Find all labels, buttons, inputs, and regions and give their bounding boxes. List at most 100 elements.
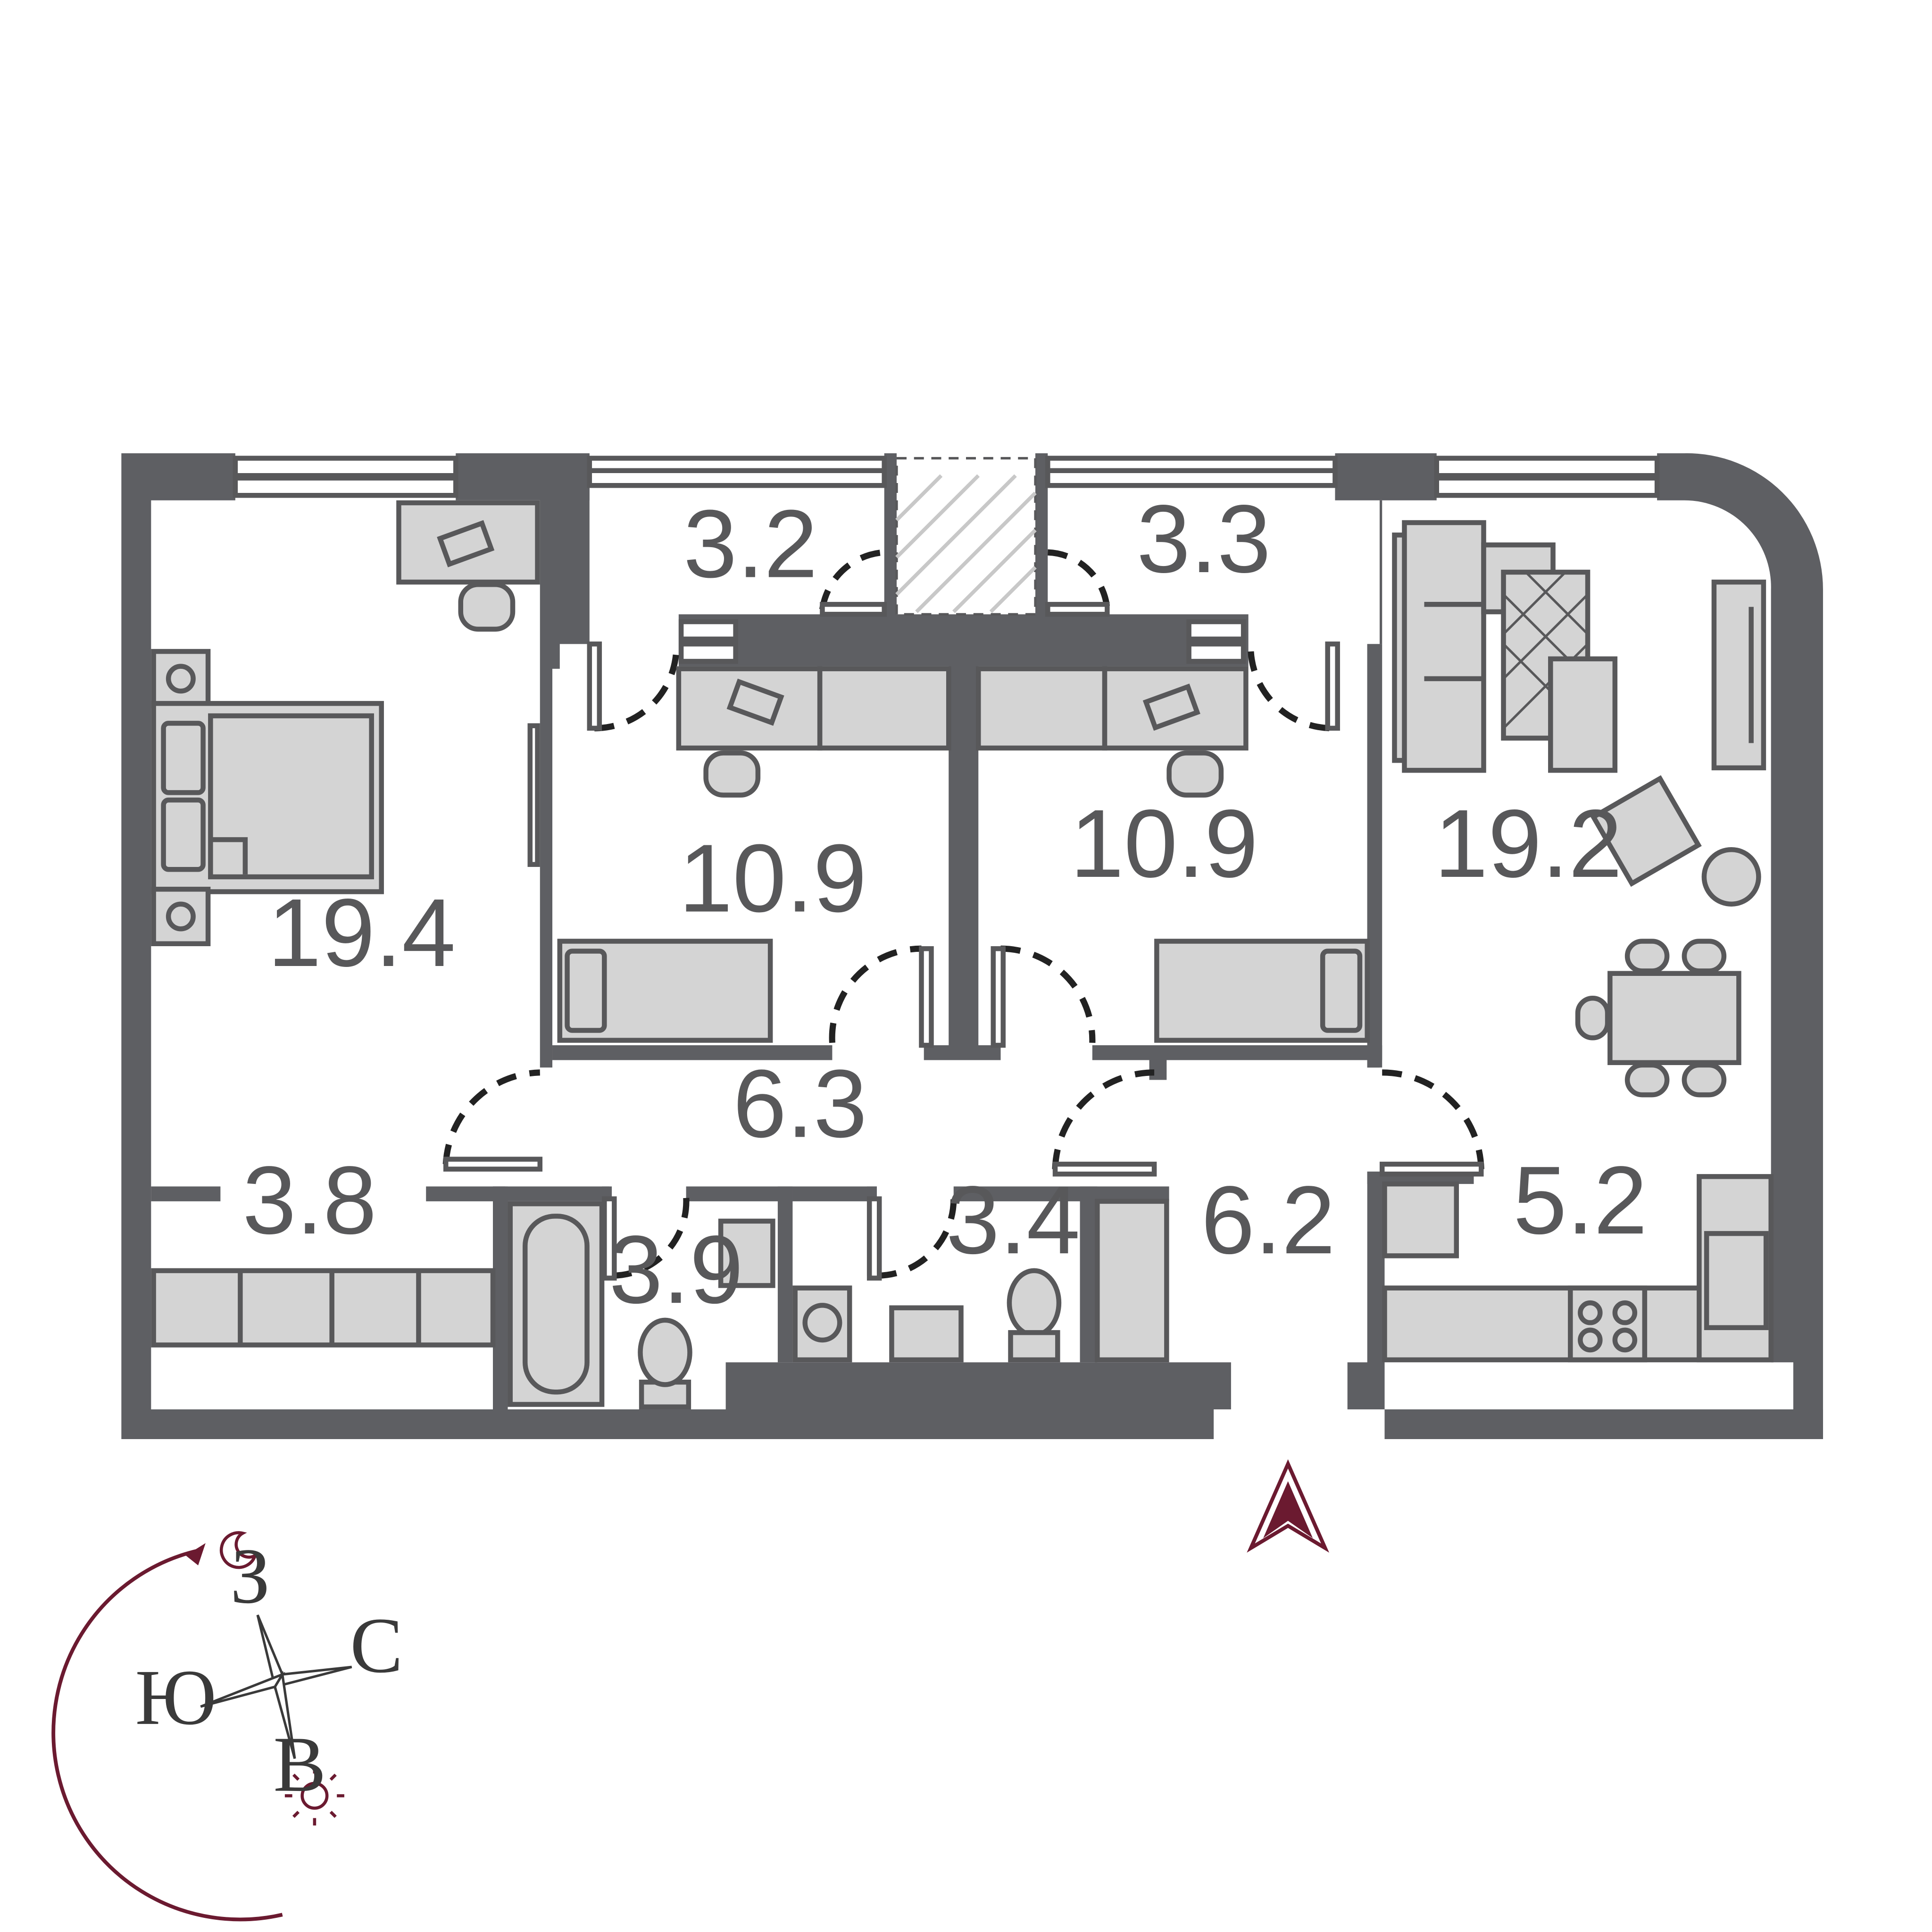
door-bedroom-mid-left[interactable] (919, 946, 934, 1048)
room-area-entrance-hall: 6.2 (1201, 1166, 1335, 1274)
doors (442, 549, 1484, 1281)
nightstand-bottom (151, 886, 211, 946)
wall-living-lower (1367, 644, 1382, 1068)
lamp-icon (166, 664, 196, 694)
door-living-arc[interactable] (1382, 1069, 1484, 1169)
window-living (1434, 456, 1660, 478)
armchair (1590, 775, 1702, 887)
burner-1 (1578, 1300, 1603, 1325)
pillow-bottom (161, 797, 206, 872)
door-mid-right-top-arc[interactable] (1248, 651, 1333, 732)
compass-rose-icon (200, 1614, 352, 1759)
wall-wardrobe-left (151, 1186, 221, 1201)
top-wall-b (884, 453, 897, 619)
entrance-closet (1095, 1199, 1169, 1363)
wall-wc-right (1080, 1186, 1098, 1363)
wall-bath-left (493, 1186, 508, 1409)
blanket-fold (210, 837, 248, 874)
wall-wardrobe-right (426, 1186, 506, 1201)
door-mid-left-top[interactable] (587, 641, 602, 731)
top-wall-c (1035, 453, 1048, 619)
window-central-left-2 (678, 641, 738, 664)
room-area-bedroom-mid-right: 10.9 (1070, 790, 1258, 898)
room-area-kitchen: 5.2 (1513, 1147, 1648, 1254)
toilet-wc-tank (1008, 1330, 1060, 1363)
sink-bath (718, 1218, 775, 1288)
outer-wall-right (1657, 453, 1823, 1439)
door-mid-left-top-arc[interactable] (594, 651, 680, 732)
door-bath[interactable] (602, 1196, 617, 1281)
lamp-icon-2 (166, 901, 196, 932)
window-balcony-right-2 (1045, 468, 1338, 488)
hatched-void (895, 457, 1037, 616)
window-bedroom (233, 456, 458, 478)
entrance-arrow-icon (1247, 1459, 1330, 1553)
door-living[interactable] (1379, 1161, 1484, 1177)
door-balcony-right-arc[interactable] (1047, 549, 1110, 610)
dining-table (1607, 971, 1741, 1066)
door-balcony-left[interactable] (820, 602, 887, 617)
door-bedroom-left[interactable] (443, 1157, 543, 1172)
door-entrance-arc[interactable] (1052, 1069, 1155, 1169)
chair-bedroom (458, 582, 516, 632)
wall-wc-top-right (953, 1186, 1169, 1201)
sun-path-arrowhead (185, 1543, 206, 1566)
washing-machine-drum (802, 1303, 842, 1343)
toilet-wc (1007, 1268, 1062, 1338)
wall-bath-top (493, 1186, 609, 1201)
bed-mattress (208, 713, 374, 880)
hatch-lines (895, 474, 1037, 613)
door-bedroom-mid-right-arc[interactable] (1000, 945, 1096, 1043)
window-living-2 (1434, 475, 1660, 498)
cabinet-mid-right (976, 666, 1108, 751)
door-bedroom-slide[interactable] (527, 723, 540, 867)
door-balcony-left-arc[interactable] (819, 549, 885, 610)
door-bedroom-mid-left-arc[interactable] (829, 945, 922, 1043)
door-bedroom-mid-right[interactable] (991, 946, 1006, 1048)
windows (233, 456, 1660, 664)
window-central-left (678, 619, 738, 642)
room-area-hallway: 6.3 (733, 1050, 867, 1158)
walls (121, 453, 1823, 1439)
door-bath-arc[interactable] (612, 1196, 690, 1279)
chair-mid-left (703, 750, 761, 798)
wall-corridor-upper-right (1092, 1045, 1382, 1060)
burner-4 (1612, 1327, 1638, 1353)
room-area-balcony-right: 3.3 (1137, 485, 1271, 593)
wall-central-beam (678, 614, 1249, 1060)
window-balcony-left-2 (587, 468, 887, 488)
door-entrance[interactable] (1052, 1161, 1157, 1177)
moon-icon (219, 1531, 258, 1569)
cabinet-mid-left (817, 666, 951, 751)
door-wc[interactable] (866, 1196, 882, 1281)
wall-bath-right (777, 1186, 793, 1363)
wall-bath-top-right (686, 1186, 793, 1201)
wardrobe-closet (151, 1268, 496, 1348)
door-bedroom-left-arc[interactable] (442, 1069, 540, 1165)
pillow-mid-left (565, 949, 607, 1033)
door-wc-arc[interactable] (876, 1196, 957, 1279)
door-mid-right-top[interactable] (1325, 641, 1340, 731)
toilet-bath (638, 1317, 692, 1387)
desk-bedroom (396, 500, 540, 585)
room-area-bathroom: 3.9 (609, 1216, 743, 1324)
door-balcony-right[interactable] (1045, 602, 1110, 617)
wall-kitchen-left (1367, 1171, 1385, 1409)
top-wall-d (1335, 453, 1437, 500)
laptop-icon-mid-left (726, 678, 784, 726)
dining-chair-4 (1682, 1062, 1727, 1098)
dining-chair-5 (1575, 996, 1610, 1041)
compass-east: В (273, 1721, 326, 1808)
room-area-living-room: 19.2 (1434, 790, 1623, 898)
laptop-icon-mid-right (1142, 683, 1200, 731)
outer-wall-bottom-left (121, 1409, 1214, 1439)
burner-2 (1612, 1300, 1638, 1325)
window-bedroom-2 (233, 475, 458, 498)
dining-chair-3 (1624, 1062, 1670, 1098)
sun-path-arc (51, 1549, 283, 1922)
burner-3 (1578, 1327, 1603, 1353)
dining-chair-1 (1624, 939, 1670, 974)
wall-bath-bottom (725, 1362, 1231, 1409)
furniture (151, 500, 1774, 1409)
